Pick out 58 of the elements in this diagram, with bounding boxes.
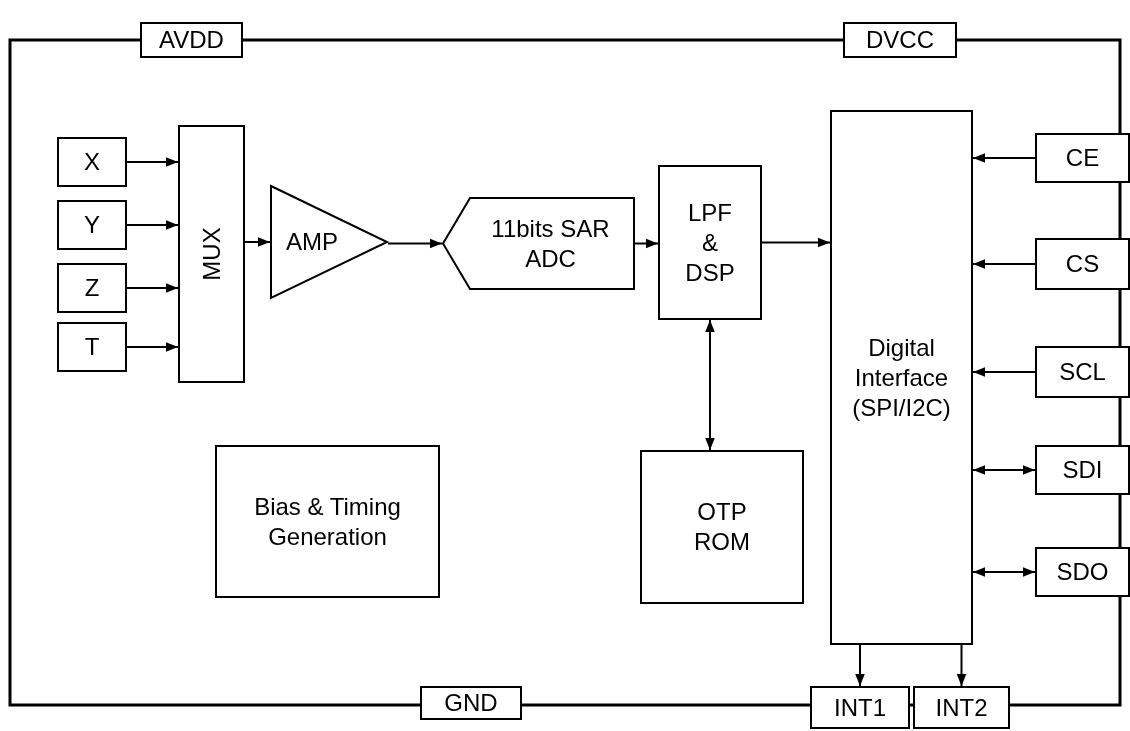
block-box bbox=[830, 110, 973, 645]
block-label: SDI bbox=[1062, 455, 1103, 485]
block-box bbox=[640, 450, 804, 604]
block-label: LPF & DSP bbox=[684, 197, 736, 288]
block-label: Z bbox=[84, 273, 100, 303]
arrow bbox=[634, 238, 659, 249]
mux-box bbox=[178, 125, 245, 383]
arrow bbox=[126, 157, 179, 167]
adc-block bbox=[442, 197, 635, 290]
arrow bbox=[972, 259, 1036, 269]
block-label: Y bbox=[84, 210, 100, 240]
pin-box bbox=[913, 686, 1010, 729]
pin-box bbox=[843, 22, 957, 58]
block-label: INT2 bbox=[935, 692, 988, 723]
block-label: MUX bbox=[196, 227, 226, 281]
arrow bbox=[705, 319, 715, 451]
block-label: OTP ROM bbox=[693, 497, 751, 557]
pin-box bbox=[1035, 445, 1130, 495]
block-label: CE bbox=[1065, 143, 1100, 173]
arrow bbox=[761, 237, 831, 248]
block-label: Bias & Timing Generation bbox=[253, 491, 402, 552]
arrow bbox=[956, 644, 967, 687]
arrow bbox=[126, 220, 179, 230]
pin-box bbox=[1035, 346, 1130, 398]
arrow bbox=[972, 367, 1036, 377]
pin-box bbox=[140, 22, 243, 58]
arrow bbox=[855, 644, 865, 687]
block-label: Digital Interface (SPI/I2C) bbox=[851, 332, 952, 423]
block-label: INT1 bbox=[834, 692, 886, 723]
pin-box bbox=[1035, 238, 1130, 290]
block-label: DVCC bbox=[866, 25, 934, 55]
block-label: 11bits SAR ADC bbox=[490, 213, 611, 274]
block-label: SCL bbox=[1059, 357, 1106, 387]
arrow bbox=[126, 342, 179, 352]
pin-box bbox=[810, 686, 910, 729]
block-label: X bbox=[84, 147, 100, 177]
arrow bbox=[972, 567, 1036, 577]
arrow bbox=[126, 283, 179, 293]
block-box bbox=[658, 165, 762, 320]
block-box bbox=[57, 322, 127, 372]
block-box bbox=[57, 263, 127, 313]
block-label: SDO bbox=[1056, 557, 1109, 587]
block-box bbox=[215, 445, 440, 598]
block-label: GND bbox=[444, 688, 498, 718]
block-box bbox=[57, 200, 127, 250]
block-label: T bbox=[84, 332, 100, 362]
arrow bbox=[244, 237, 271, 247]
pin-box bbox=[420, 686, 522, 720]
pin-box bbox=[1035, 547, 1130, 597]
block-label: AVDD bbox=[159, 25, 224, 55]
pin-box bbox=[1035, 133, 1130, 183]
amplifier-triangle bbox=[270, 185, 388, 299]
block-label: CS bbox=[1065, 249, 1100, 279]
block-box bbox=[57, 137, 127, 187]
arrow bbox=[972, 465, 1036, 475]
block-label: AMP bbox=[286, 227, 338, 257]
arrow bbox=[387, 238, 443, 249]
arrow bbox=[972, 153, 1036, 163]
